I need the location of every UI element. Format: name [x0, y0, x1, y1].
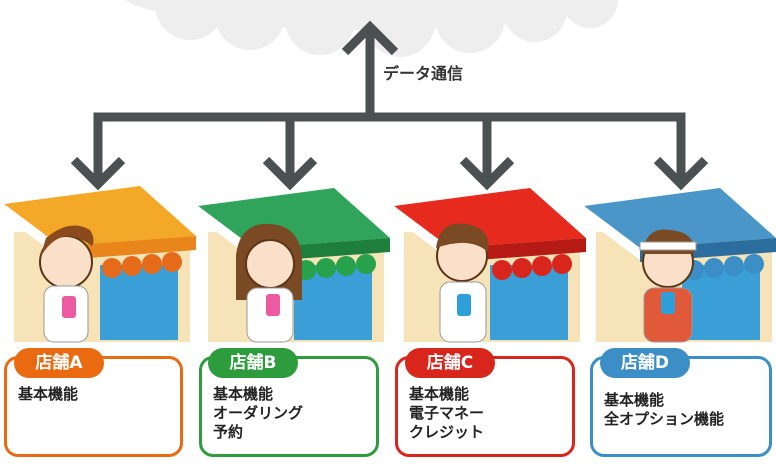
store-a-label: 店舗A: [14, 348, 104, 378]
feature-item: 基本機能: [18, 385, 79, 403]
store-a-illustration: [4, 186, 196, 343]
feature-item: 全オプション機能: [604, 410, 725, 428]
feature-item: 予約: [213, 423, 244, 441]
store-d-label: 店舗D: [600, 348, 690, 378]
cloud: [125, 0, 618, 57]
data-communication-label: データ通信: [383, 64, 464, 83]
feature-item: 基本機能: [604, 391, 665, 409]
store-c-illustration: [394, 188, 586, 343]
feature-item: 基本機能: [213, 385, 274, 403]
feature-item: 電子マネー: [409, 404, 485, 422]
store-c-label: 店舗C: [405, 348, 495, 378]
store-b-label: 店舗B: [208, 348, 298, 378]
data-flow-arrows: [70, 20, 709, 191]
store-b-illustration: [198, 188, 390, 343]
store-d-illustration: [584, 188, 776, 343]
feature-item: オーダリング: [213, 404, 304, 422]
feature-item: 基本機能: [409, 385, 470, 403]
feature-item: クレジット: [409, 423, 485, 441]
